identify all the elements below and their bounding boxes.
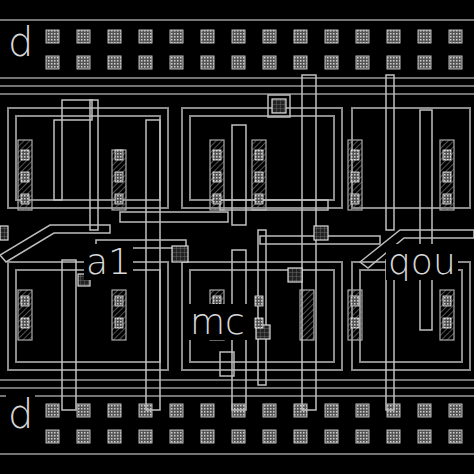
rail-contact [325, 404, 338, 417]
net-label: d [6, 22, 35, 62]
rail-contact [449, 430, 462, 443]
diffusion-contact [21, 318, 29, 328]
diffusion-contact [351, 150, 359, 160]
diffusion-contact [115, 194, 123, 204]
diffusion-contact [443, 194, 451, 204]
rail-contact [201, 56, 214, 69]
rail-contact [46, 30, 59, 43]
rail-contact [46, 56, 59, 69]
rail-contact [77, 404, 90, 417]
diffusion-contact [351, 172, 359, 182]
diffusion-contact [351, 296, 359, 306]
diffusion-contact [443, 172, 451, 182]
rail-contact [418, 430, 431, 443]
diffusion-contact [351, 318, 359, 328]
rail-contact [294, 56, 307, 69]
rail-contact [387, 56, 400, 69]
rail-contact [108, 56, 121, 69]
rail-contact [356, 430, 369, 443]
rail-contact [387, 30, 400, 43]
diffusion-contact [21, 172, 29, 182]
rail-contact [108, 430, 121, 443]
rail-contact [325, 30, 338, 43]
rail-contact [232, 430, 245, 443]
diffusion-contact [115, 150, 123, 160]
poly-gate [54, 75, 432, 410]
rail-contact [139, 30, 152, 43]
contact-cut [0, 99, 328, 339]
rail-contact [139, 430, 152, 443]
rail-contact [170, 30, 183, 43]
diffusion-contact [115, 296, 123, 306]
rail-contact [294, 30, 307, 43]
diffusion-contact [255, 296, 263, 306]
net-label: qou [386, 244, 458, 280]
rail-contact [263, 404, 276, 417]
rail-contact [108, 404, 121, 417]
diffusion-contacts [21, 150, 451, 328]
diffusion-contact [21, 194, 29, 204]
diffusion-contact [213, 150, 221, 160]
diffusion-region [8, 108, 470, 370]
rail-contact [46, 404, 59, 417]
rail-contact [449, 30, 462, 43]
rail-contact [201, 430, 214, 443]
rail-contact [294, 430, 307, 443]
diffusion-contact [255, 194, 263, 204]
rail-contact [139, 56, 152, 69]
diffusion-contact [21, 150, 29, 160]
diffusion-contact [255, 172, 263, 182]
diffusion-contact [115, 318, 123, 328]
net-label: a1 [84, 244, 133, 280]
rail-contact [263, 30, 276, 43]
rail-contact [232, 30, 245, 43]
rail-contact [356, 56, 369, 69]
rail-contact [263, 430, 276, 443]
rail-contact [77, 56, 90, 69]
diffusion-contact [443, 318, 451, 328]
rail-contact [356, 404, 369, 417]
rail-contact [418, 404, 431, 417]
diffusion-contact [351, 194, 359, 204]
rail-contact [449, 56, 462, 69]
diffusion-contact [255, 150, 263, 160]
rail-contact [108, 30, 121, 43]
rail-contact [387, 430, 400, 443]
rail-contact [170, 404, 183, 417]
diffusion-contact [213, 194, 221, 204]
net-label: d [6, 394, 35, 434]
rail-contact [356, 30, 369, 43]
rail-contact [263, 56, 276, 69]
diffusion-contact [443, 150, 451, 160]
net-label: mc [188, 304, 247, 340]
diffusion-contact [115, 172, 123, 182]
diffusion-contact [443, 296, 451, 306]
diffusion-contact [21, 296, 29, 306]
diffusion-contact [213, 172, 221, 182]
power-rail [0, 20, 474, 454]
rail-contact [170, 430, 183, 443]
rail-contact [170, 56, 183, 69]
rail-contact [325, 430, 338, 443]
rail-contact [325, 56, 338, 69]
rail-contact [77, 30, 90, 43]
rail-contact [418, 30, 431, 43]
rail-contact [201, 30, 214, 43]
rail-contacts [46, 30, 462, 443]
metal-wire [0, 95, 474, 376]
rail-contact [418, 56, 431, 69]
rail-contact [46, 430, 59, 443]
rail-contact [232, 56, 245, 69]
diffusion-contact [255, 318, 263, 328]
rail-contact [449, 404, 462, 417]
rail-contact [201, 404, 214, 417]
rail-contact [77, 430, 90, 443]
